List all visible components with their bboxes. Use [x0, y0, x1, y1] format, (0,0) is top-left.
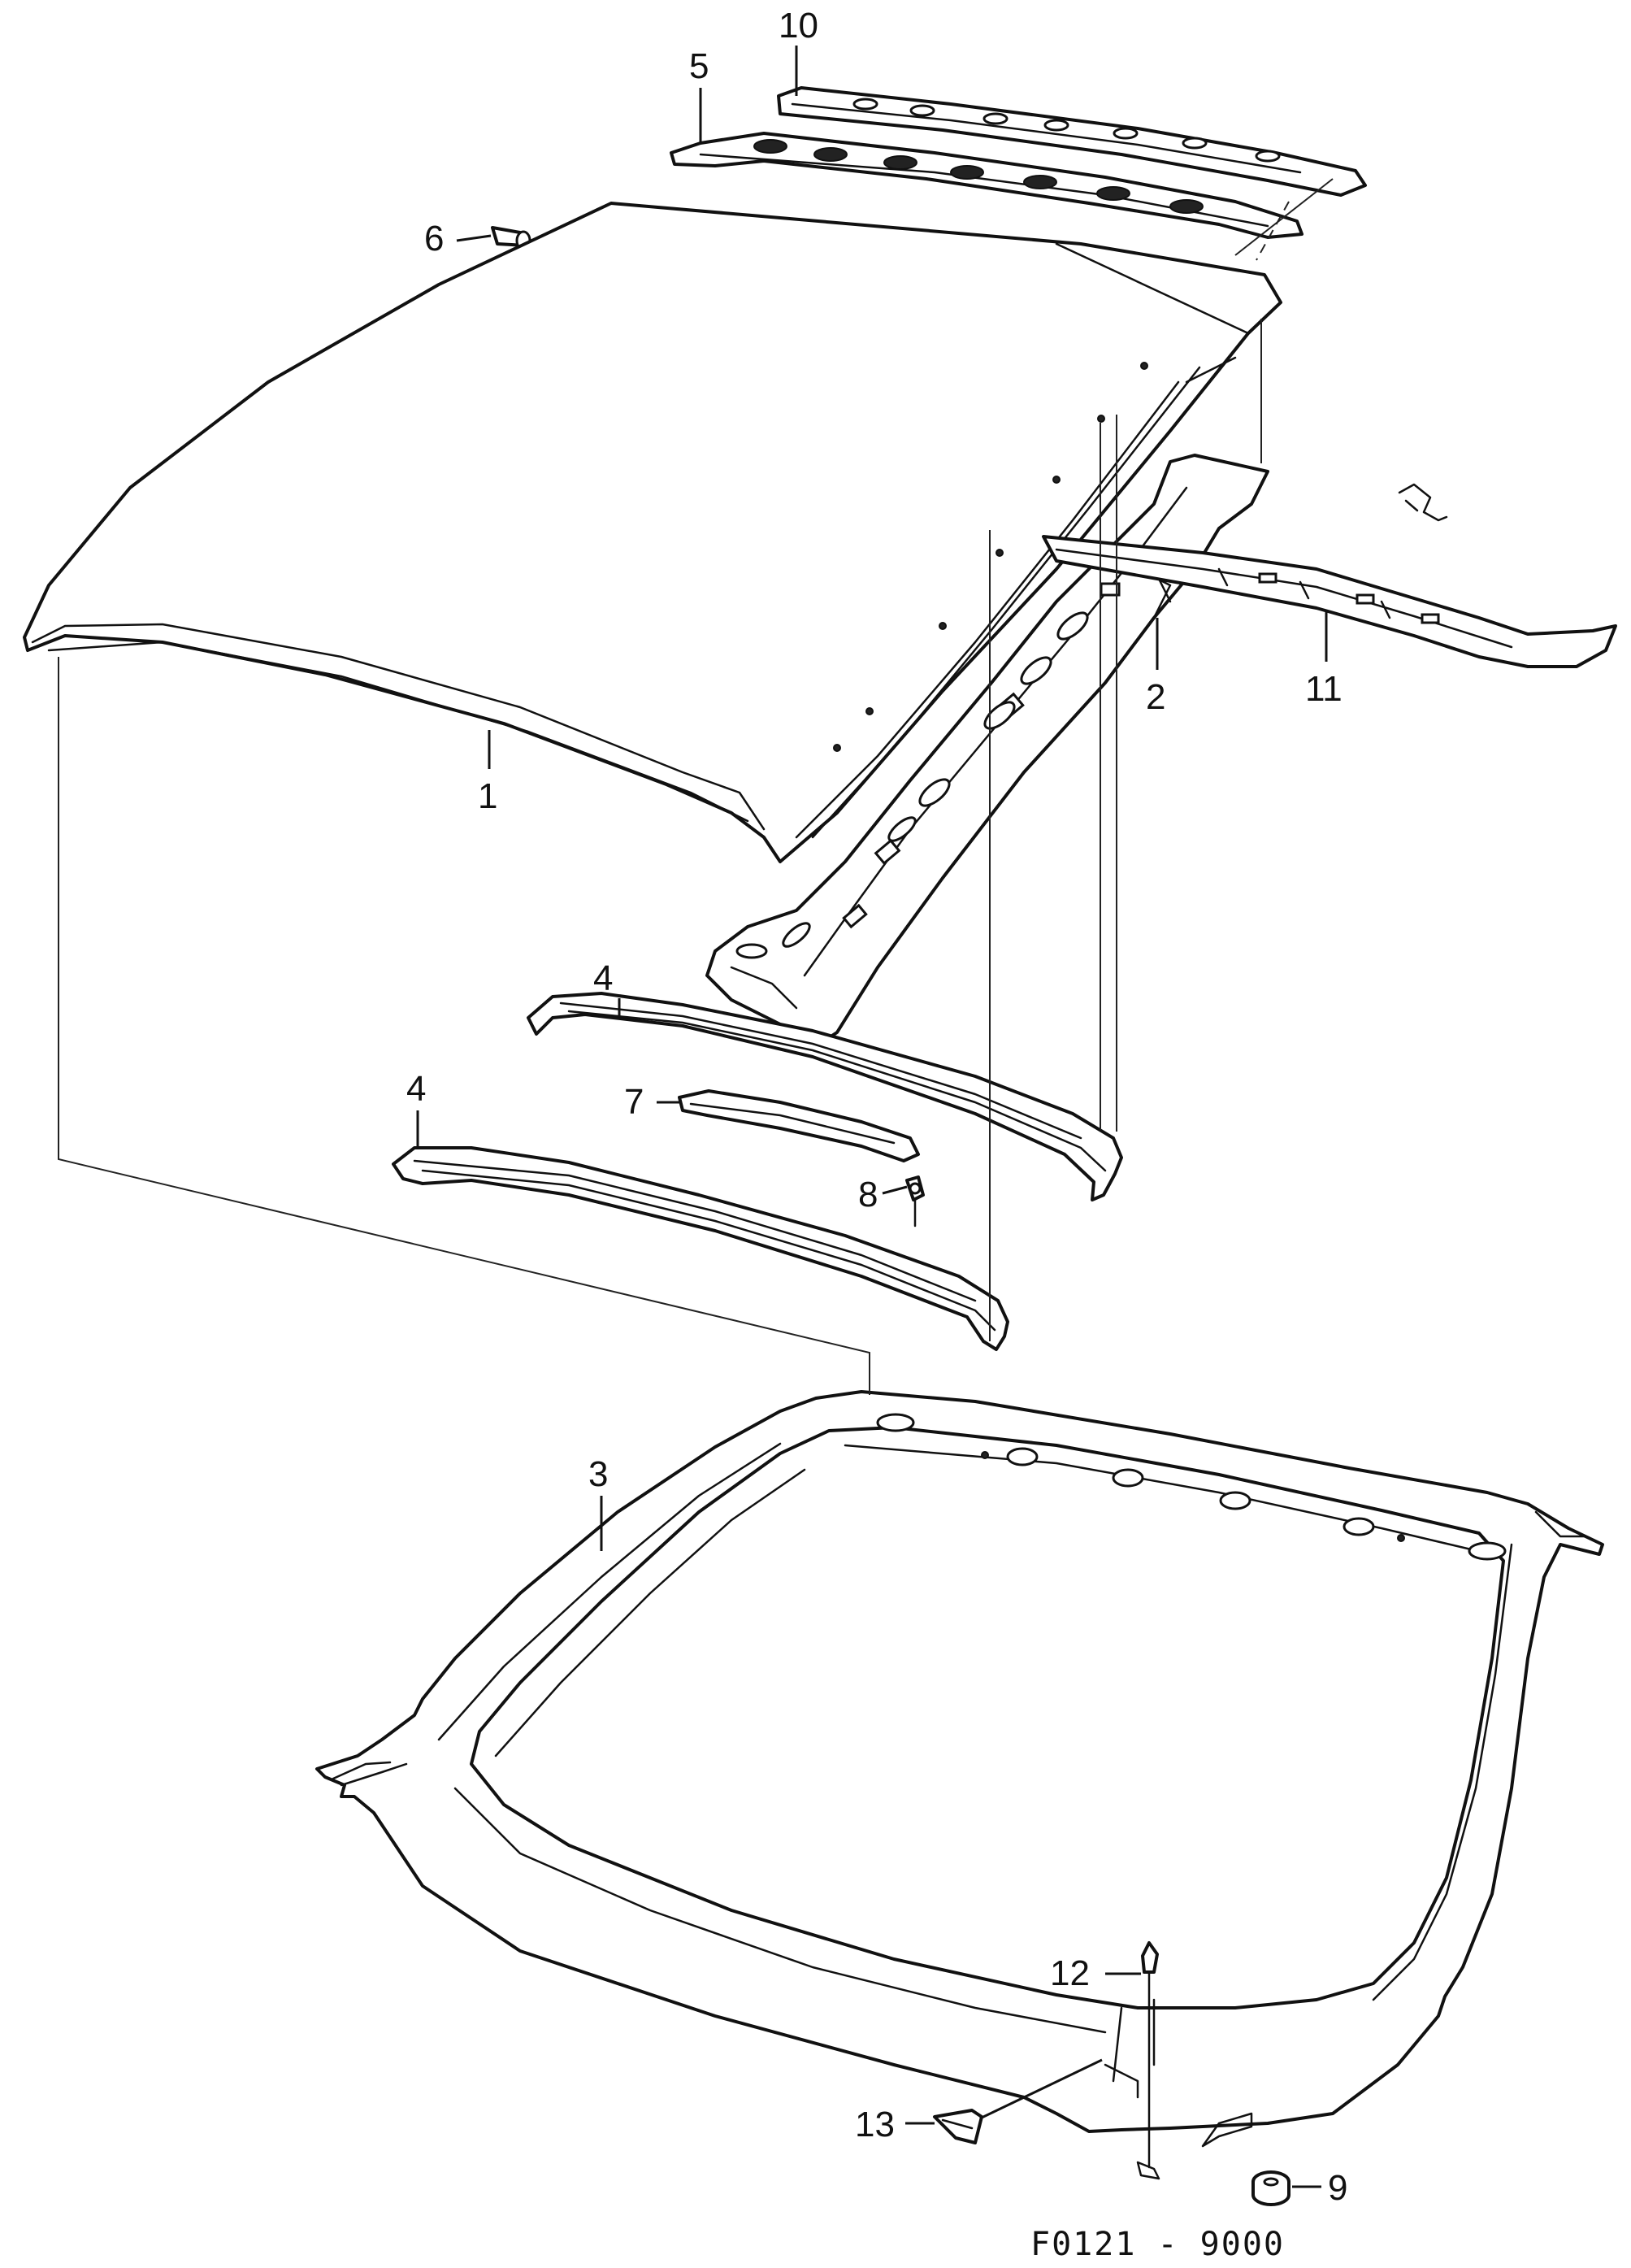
assembly-lines	[58, 178, 1334, 1395]
callout-8: 8	[858, 1175, 878, 1214]
part-5-rail	[670, 132, 1303, 239]
callout-labels: 10 5 6 1 2 11 4 4 7 8 3 12 13 9	[406, 6, 1347, 2208]
part-10-rail	[777, 86, 1367, 197]
part-11-side-member	[1042, 483, 1617, 668]
callout-13: 13	[855, 2105, 895, 2144]
part-13-pad	[933, 2109, 983, 2144]
callout-7: 7	[624, 1082, 644, 1122]
callout-4-lower: 4	[406, 1069, 426, 1109]
callout-11: 11	[1305, 669, 1343, 709]
part-1-roof-panel	[23, 202, 1282, 863]
part-9-grommet	[1251, 2170, 1290, 2206]
callout-4-upper: 4	[593, 958, 613, 998]
callout-2: 2	[1146, 677, 1165, 717]
part-4-rail-lower	[392, 1146, 1009, 1351]
part-3-window-frame	[315, 1390, 1604, 2148]
callout-12: 12	[1050, 1953, 1090, 1993]
part-2-side-rail	[705, 454, 1269, 1050]
leader-lines	[416, 46, 1328, 2188]
part-4-rail-upper	[527, 992, 1123, 1201]
callout-1: 1	[478, 776, 497, 816]
callout-3: 3	[588, 1454, 608, 1494]
part-7-bracket	[678, 1089, 920, 1162]
part-8-clip	[905, 1175, 925, 1227]
part-12-stud	[1136, 1941, 1160, 2180]
callout-6: 6	[424, 219, 444, 259]
callout-5: 5	[689, 46, 709, 86]
callout-10: 10	[779, 6, 818, 46]
callout-9: 9	[1328, 2168, 1347, 2208]
figure-reference: F0121 - 9000	[1030, 2226, 1285, 2263]
